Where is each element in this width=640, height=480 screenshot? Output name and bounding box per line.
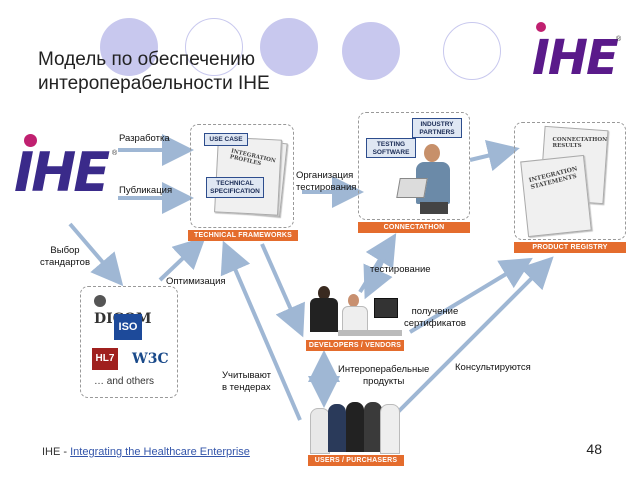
iso-logo: ISO: [114, 314, 142, 340]
connectathon-bar: CONNECTATHON: [358, 222, 470, 233]
user2: [328, 404, 346, 452]
arrow-developers-registry: [408, 257, 533, 334]
user4: [364, 402, 382, 452]
tester-head: [424, 144, 440, 162]
laptop: [396, 178, 428, 198]
connectathon-results-text: CONNECTATHON RESULTS: [552, 137, 608, 150]
label-poluchenie: получение сертификатов: [404, 306, 466, 329]
users-purchasers-bar: USERS / PURCHASERS: [308, 455, 404, 466]
ihe-logo-left-text: IHE: [14, 141, 110, 204]
user5: [380, 404, 400, 454]
user1: [310, 408, 330, 454]
dev2-head: [348, 294, 359, 307]
page-number: 48: [586, 441, 602, 457]
user3: [346, 402, 364, 452]
integration-profiles-text: INTEGRATION PROFILES: [229, 148, 277, 168]
decor-circle-1: [100, 18, 158, 76]
title-line-2: интероперабельности IHE: [38, 73, 270, 94]
testing-software-box: TESTING SOFTWARE: [366, 138, 416, 158]
technical-frameworks-box: [190, 124, 294, 228]
label-optimizaciya: Оптимизация: [166, 276, 226, 287]
ihe-logo-top: IHE ®: [530, 22, 626, 92]
decor-circle-4: [342, 22, 400, 80]
decor-circle-2: [185, 18, 243, 76]
ihe-logo-text: IHE: [532, 30, 619, 86]
ihe-logo-dot: [536, 22, 546, 32]
footer-prefix: IHE -: [42, 446, 71, 458]
dev1-body: [310, 298, 338, 332]
technical-specification-box: TECHNICAL SPECIFICATION: [206, 177, 264, 198]
arrow-konsult: [394, 256, 554, 416]
monitor: [374, 298, 398, 318]
arrow-sertifikaty: [363, 239, 394, 300]
arrow-connectathon-registry: [469, 139, 520, 172]
integration-profiles-paper: INTEGRATION PROFILES: [214, 136, 282, 216]
product-registry-box: [514, 122, 626, 240]
arrow-uchityvayut: [220, 240, 302, 421]
arrow-optimizaciya: [158, 236, 206, 282]
integration-statements-text: INTEGRATION STATEMENTS: [528, 165, 579, 191]
label-konsultiruyutsya: Консультируются: [455, 362, 531, 373]
decor-circle-3: [260, 18, 318, 76]
label-razrabotka: Разработка: [119, 133, 170, 144]
w3c-logo: W3C: [132, 348, 169, 370]
developers-image: [308, 284, 404, 340]
dicom-logo: DICOM: [94, 292, 164, 327]
label-publikaciya: Публикация: [119, 185, 173, 196]
industry-partners-box: INDUSTRY PARTNERS: [412, 118, 462, 138]
w3c-text: W3C: [132, 351, 169, 367]
connectathon-box: [358, 112, 470, 220]
desk: [338, 330, 402, 336]
label-interop-products: Интероперабельные продукты: [338, 364, 430, 387]
ihe-logo-left-dot: [24, 134, 37, 147]
ihe-link[interactable]: Integrating the Healthcare Enterprise: [70, 446, 250, 458]
ihe-left-registered: ®: [112, 150, 118, 157]
standards-box: [80, 286, 178, 398]
dev1-head: [318, 286, 330, 300]
hl7-logo: HL7: [92, 348, 118, 370]
label-uchityvayut: Учитывают в тендерах: [222, 370, 271, 393]
users-image: [308, 398, 400, 454]
arrow-to-developers: [260, 243, 305, 338]
ihe-logo-left: IHE ®: [12, 132, 120, 210]
arrow-vybor: [68, 222, 124, 287]
label-organizaciya: Организация тестирования: [296, 170, 357, 193]
registered-mark: ®: [616, 36, 622, 43]
product-registry-bar: PRODUCT REGISTRY: [514, 242, 626, 253]
developers-vendors-bar: DEVELOPERS / VENDORS: [306, 340, 404, 351]
decor-circle-5: [443, 22, 501, 80]
label-testirovanie: тестирование: [370, 264, 431, 275]
hl7-text: HL7: [95, 353, 115, 364]
label-vybor: Выбор стандартов: [40, 245, 91, 268]
and-others-label: … and others: [94, 376, 155, 387]
use-case-box: USE CASE: [204, 133, 248, 146]
footer: IHE - Integrating the Healthcare Enterpr…: [42, 446, 250, 458]
tester-person-image: [396, 144, 468, 216]
slide-title: Модель по обеспечению интероперабельност…: [38, 48, 270, 96]
dicom-icon: [94, 294, 106, 307]
technical-frameworks-bar: TECHNICAL FRAMEWORKS: [188, 230, 298, 241]
iso-text: ISO: [118, 321, 138, 333]
tester-legs: [420, 202, 448, 214]
integration-statements-paper: INTEGRATION STATEMENTS: [520, 154, 592, 238]
title-line-1: Модель по обеспечению: [38, 49, 255, 70]
